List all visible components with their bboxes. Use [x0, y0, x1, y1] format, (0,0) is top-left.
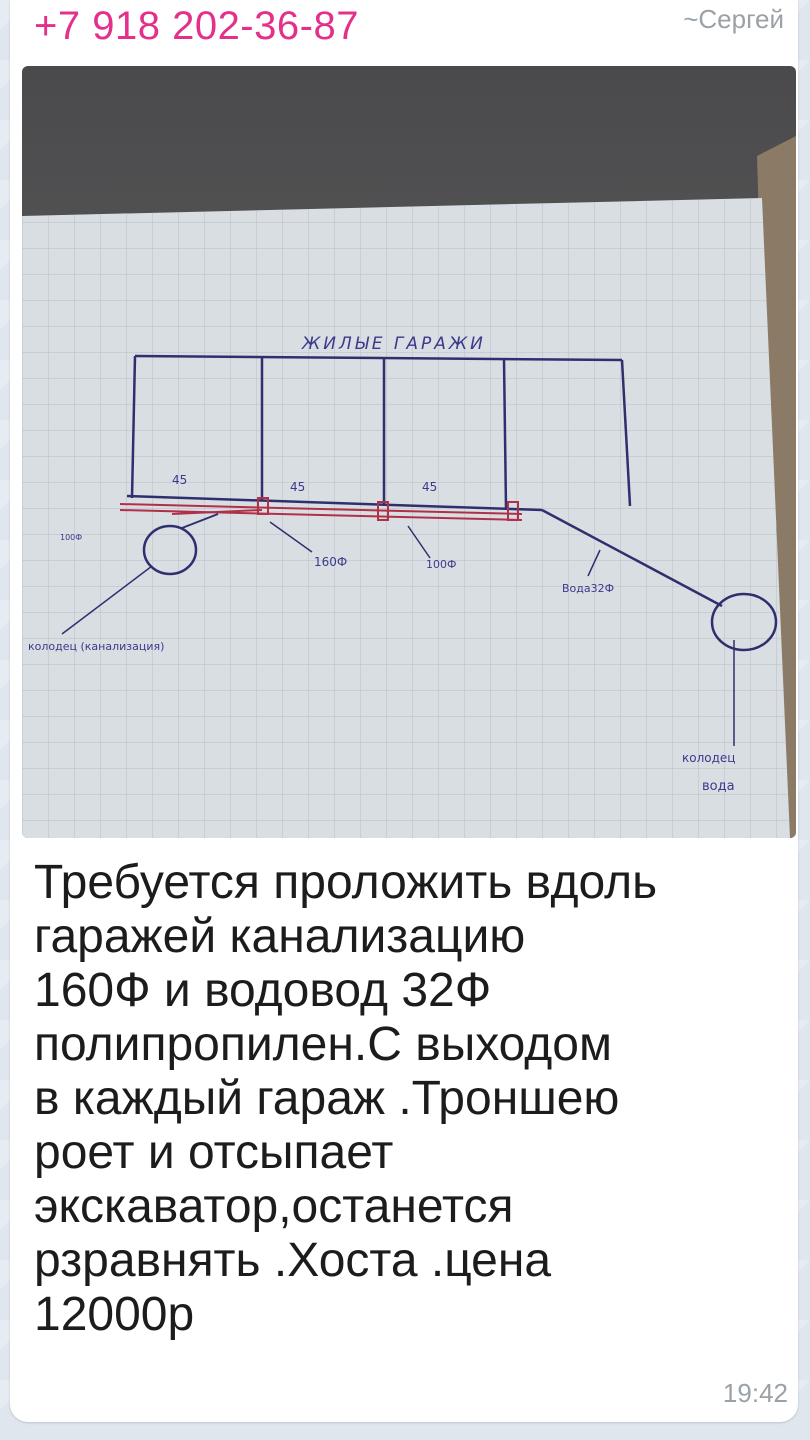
- message-time: 19:42: [722, 1378, 788, 1408]
- pipe-label-160: 160Ф: [314, 555, 347, 569]
- sketch-photo: ЖИЛЫЕ ГАРАЖИ 45 45 45 к: [22, 66, 796, 838]
- pipe-label-100: 100Ф: [426, 558, 456, 571]
- caption-line: гаражей канализацию: [34, 910, 526, 963]
- left-well-label: колодец (канализация): [28, 640, 164, 653]
- caption-line: 160Ф и водовод 32Ф: [34, 964, 492, 1017]
- message-text: Требуется проложить вдоль гаражей канали…: [34, 856, 734, 1342]
- segment-label-3: 45: [422, 480, 437, 494]
- caption-line: Требуется проложить вдоль: [34, 856, 658, 909]
- small-label: 100Ф: [60, 533, 82, 542]
- caption-line: рзравнять .Хоста .цена: [34, 1234, 552, 1287]
- garages-outline: [126, 354, 632, 512]
- sender-phone[interactable]: +7 918 202-36-87: [34, 4, 359, 48]
- segment-label-2: 45: [290, 480, 305, 494]
- right-well-label-1: колодец: [682, 751, 735, 765]
- caption-line: 12000р: [34, 1288, 195, 1341]
- water-pipe-label: Вода32Ф: [562, 582, 614, 595]
- sender-name: ~Сергей: [683, 4, 784, 34]
- caption-line: роет и отсыпает: [34, 1126, 394, 1179]
- sewer-pipe: [119, 497, 523, 521]
- sketch-title: ЖИЛЫЕ ГАРАЖИ: [301, 334, 486, 354]
- message-photo[interactable]: ЖИЛЫЕ ГАРАЖИ 45 45 45 к: [22, 66, 796, 838]
- caption-line: экскаватор,останется: [34, 1180, 514, 1233]
- water-pipe: [541, 508, 723, 608]
- caption-line: полипропилен.С выходом: [34, 1018, 612, 1071]
- caption-line: в каждый гараж .Троншею: [34, 1072, 620, 1125]
- right-well: [710, 592, 778, 652]
- segment-label-1: 45: [172, 473, 187, 487]
- right-well-label-2: вода: [702, 779, 735, 794]
- left-well: [142, 524, 198, 576]
